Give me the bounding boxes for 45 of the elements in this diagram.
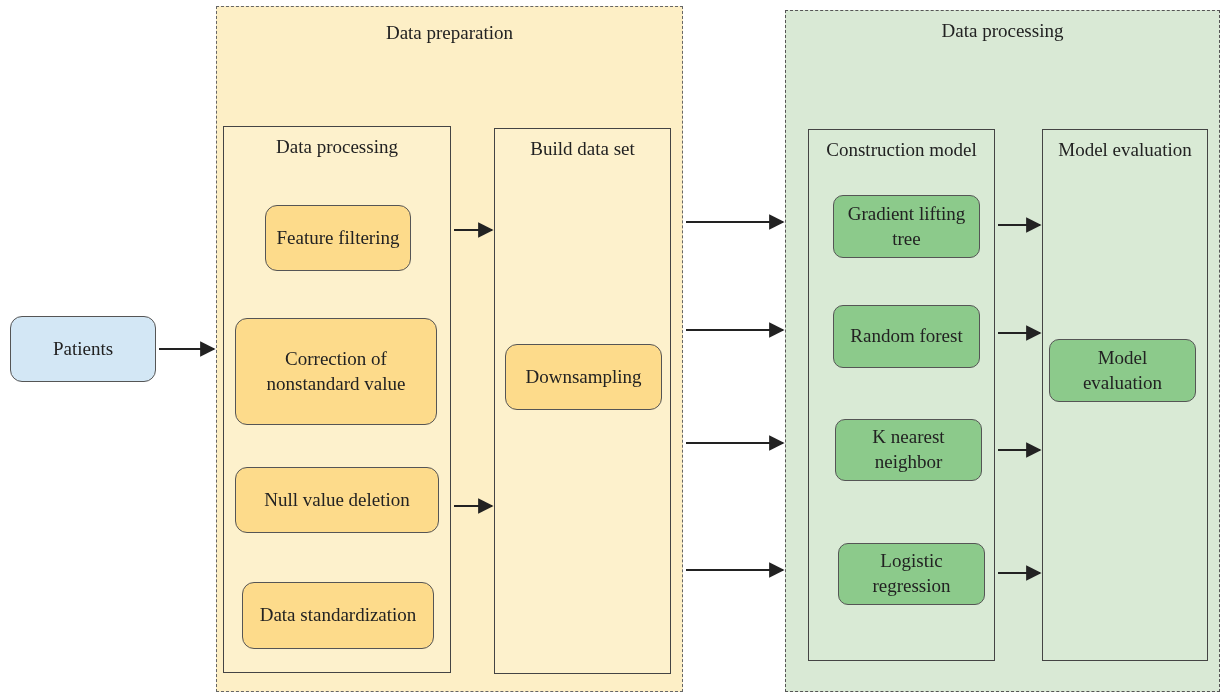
- panel-heading: Data preparation: [384, 21, 515, 45]
- node-label: Correction of nonstandard value: [265, 346, 407, 396]
- arrow: [686, 562, 785, 578]
- process-box: [835, 419, 982, 481]
- arrow: [454, 498, 494, 514]
- node-label: Null value deletion: [264, 487, 410, 512]
- node-label: Feature filtering: [276, 225, 400, 250]
- stage-panel: [1042, 129, 1208, 661]
- process-box: [265, 205, 411, 271]
- process-box: [833, 305, 980, 368]
- process-box: [235, 467, 439, 533]
- process-box: [242, 582, 434, 649]
- panel-heading: Data processing: [940, 19, 1065, 43]
- panel-heading: Model evaluation: [1057, 138, 1193, 162]
- process-box: [235, 318, 437, 425]
- node-label: Logistic regression: [871, 549, 952, 598]
- panel-heading: Data processing: [275, 135, 399, 159]
- stage-panel: [494, 128, 671, 674]
- node-label: Model evaluation: [1081, 345, 1164, 395]
- arrow: [998, 217, 1042, 233]
- arrow: [998, 325, 1042, 341]
- arrow: [686, 214, 785, 230]
- process-box: [1049, 339, 1196, 402]
- process-box: [505, 344, 662, 410]
- arrow: [686, 435, 785, 451]
- panel-heading: Construction model: [825, 138, 978, 162]
- stage-panel: [808, 129, 995, 661]
- arrow: [159, 341, 216, 357]
- node-label: Downsampling: [525, 364, 642, 389]
- arrow: [998, 565, 1042, 581]
- process-box: [10, 316, 156, 382]
- process-box: [833, 195, 980, 258]
- process-box: [838, 543, 985, 605]
- arrow: [686, 322, 785, 338]
- node-label: Gradient lifting tree: [846, 201, 967, 251]
- panel-heading: Build data set: [529, 137, 636, 161]
- node-label: Patients: [52, 336, 114, 361]
- arrow: [454, 222, 494, 238]
- stage-panel: [223, 126, 451, 673]
- group-panel: [785, 10, 1220, 692]
- node-label: K nearest neighbor: [871, 425, 946, 474]
- node-label: Random forest: [850, 324, 963, 349]
- arrow: [998, 442, 1042, 458]
- group-panel: [216, 6, 683, 692]
- node-label: Data standardization: [259, 603, 417, 628]
